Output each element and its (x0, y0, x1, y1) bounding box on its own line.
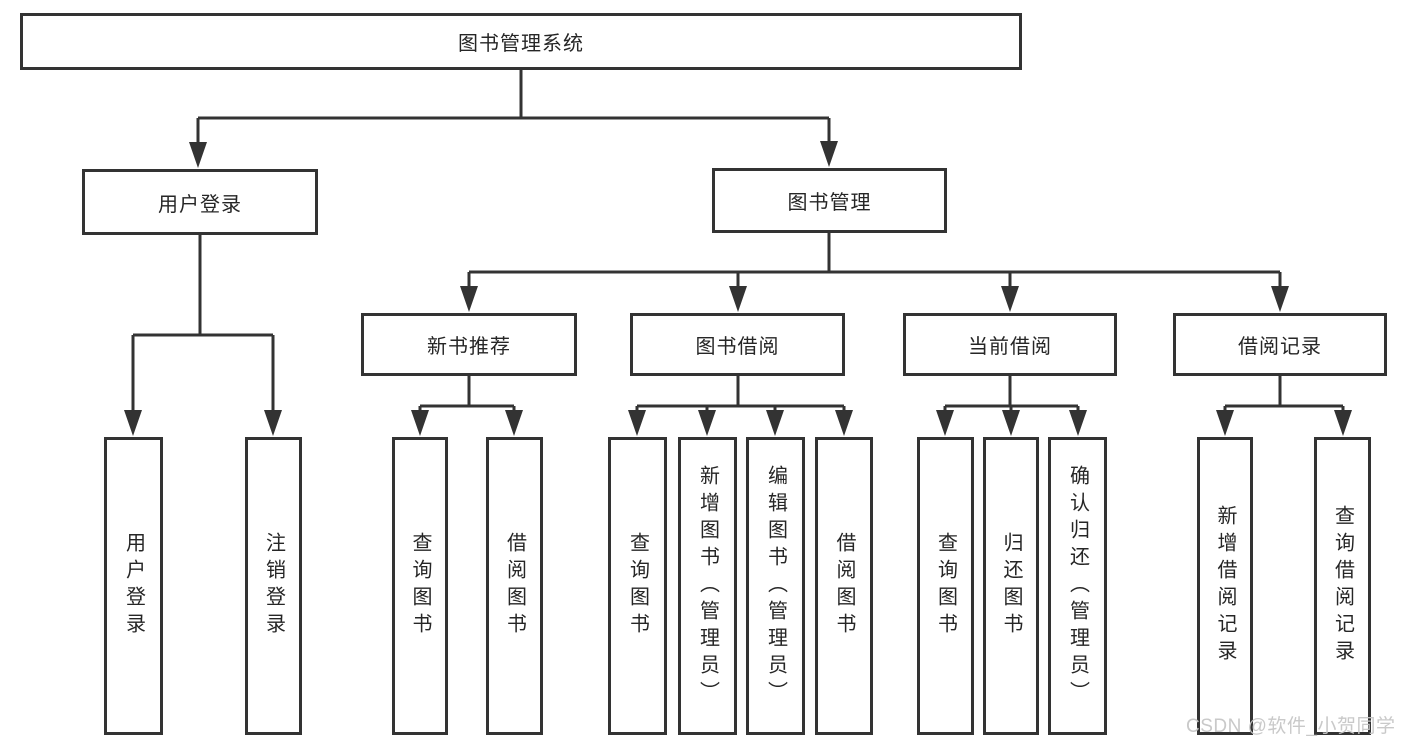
leaf-return-books: 归还图书 (983, 437, 1039, 735)
node-new-book-recommendation: 新书推荐 (361, 313, 577, 376)
leaf-confirm-return-admin: 确认归还（管理员） (1048, 437, 1107, 735)
leaf-query-books-borrowing: 查询图书 (608, 437, 667, 735)
arrowheads (124, 141, 1352, 436)
leaf-query-books-newrec: 查询图书 (392, 437, 448, 735)
leaf-query-borrow-record: 查询借阅记录 (1314, 437, 1371, 735)
csdn-watermark: CSDN @软件_小贺同学 (1186, 716, 1396, 737)
leaf-logout: 注销登录 (245, 437, 302, 735)
leaf-borrow-books-newrec: 借阅图书 (486, 437, 543, 735)
leaf-add-books-admin: 新增图书（管理员） (678, 437, 737, 735)
leaf-user-login: 用户登录 (104, 437, 163, 735)
leaf-edit-books-admin: 编辑图书（管理员） (746, 437, 805, 735)
node-library-management-system: 图书管理系统 (20, 13, 1022, 70)
node-book-borrowing: 图书借阅 (630, 313, 845, 376)
node-book-management-branch: 图书管理 (712, 168, 947, 233)
node-user-login-branch: 用户登录 (82, 169, 318, 235)
leaf-borrow-books-borrowing: 借阅图书 (815, 437, 873, 735)
leaf-add-borrow-record: 新增借阅记录 (1197, 437, 1253, 735)
leaf-query-books-current: 查询图书 (917, 437, 974, 735)
node-borrowing-records: 借阅记录 (1173, 313, 1387, 376)
node-current-borrowing: 当前借阅 (903, 313, 1117, 376)
